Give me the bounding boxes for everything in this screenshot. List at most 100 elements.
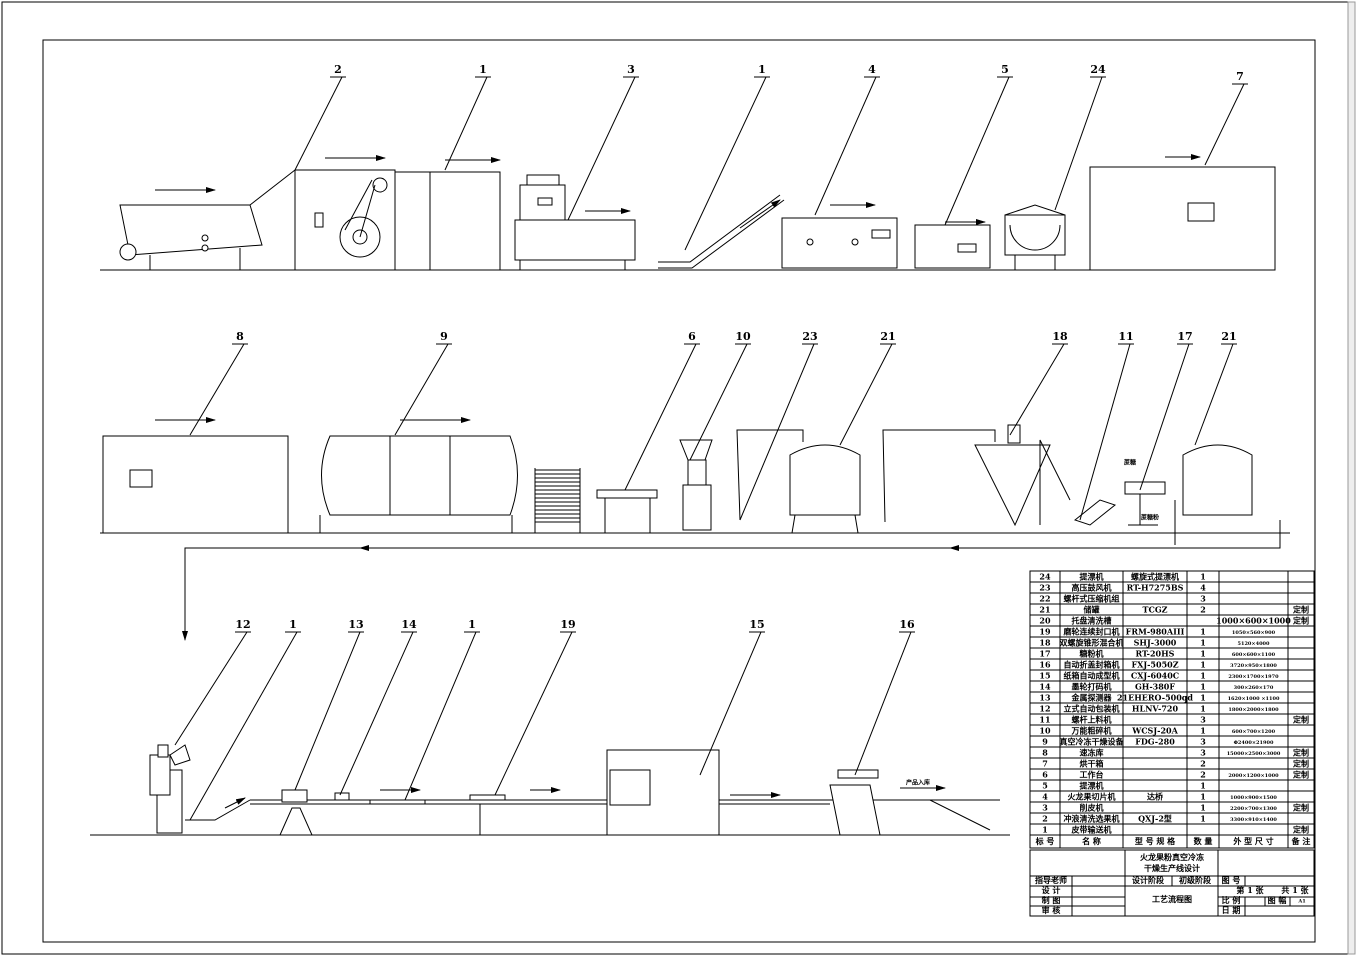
cell-model: SHJ-3000 <box>1134 638 1177 648</box>
cell-name: 螺杆上料机 <box>1072 715 1112 725</box>
cell-name: 自动折盖封箱机 <box>1064 660 1120 670</box>
cell-name: 皮带输送机 <box>1071 825 1112 835</box>
cell-model: 螺旋式提漂机 <box>1131 572 1179 582</box>
scrollbar[interactable] <box>1347 1 1356 955</box>
cell-name: 火龙果切片机 <box>1068 792 1116 802</box>
cell-qty: 1 <box>1200 693 1206 703</box>
cell-no: 18 <box>1039 638 1051 648</box>
callout-number: 15 <box>749 618 764 631</box>
cell-name: 墨轮打码机 <box>1072 682 1112 692</box>
callout-number: 13 <box>348 618 363 631</box>
cell-no: 1 <box>1042 825 1048 835</box>
cell-size: 3300×910×1400 <box>1230 817 1277 823</box>
callout-row1-0: 2 <box>294 63 346 171</box>
callout-number: 16 <box>899 618 915 631</box>
cell-qty: 1 <box>1200 660 1206 670</box>
lift-rinser <box>1004 204 1066 270</box>
sugar-grinder: 蔗糖 蔗糖粉 <box>1123 459 1166 526</box>
drawing-title: 工艺流程图 <box>1152 894 1192 904</box>
cell-name: 提漂机 <box>1080 572 1104 582</box>
callout-number: 1 <box>758 63 766 76</box>
cell-model: QXJ-2型 <box>1138 814 1172 824</box>
callout-row1-7: 7 <box>1204 70 1248 166</box>
callout-number: 1 <box>479 63 487 76</box>
cell-name: 高压鼓风机 <box>1072 583 1112 593</box>
packing-line: 产品入库 <box>224 749 1000 836</box>
callout-number: 12 <box>235 618 250 631</box>
callout-row3-3: 14 <box>339 618 417 796</box>
cell-model: TCGZ <box>1143 605 1168 615</box>
cell-name: 工作台 <box>1080 770 1104 780</box>
design-label: 设 计 <box>1042 885 1061 895</box>
callout-row3-4: 1 <box>404 618 480 801</box>
row3-equipment: 产品入库 <box>149 744 1000 836</box>
callout-number: 9 <box>440 330 448 343</box>
header-remark: 备 注 <box>1291 836 1311 846</box>
cell-size: 2000×1200×1000 <box>1228 773 1279 779</box>
callout-number: 14 <box>401 618 417 631</box>
callout-number: 8 <box>236 330 244 343</box>
cell-no: 3 <box>1042 803 1048 813</box>
rinsing-machine <box>914 224 991 269</box>
cell-qty: 1 <box>1200 638 1206 648</box>
storage-tank-2 <box>1174 444 1253 545</box>
cell-no: 24 <box>1039 572 1051 582</box>
cell-remark: 定制 <box>1292 759 1309 769</box>
cell-qty: 4 <box>1200 583 1206 593</box>
cell-no: 10 <box>1039 726 1051 736</box>
advisor-label: 指导老师 <box>1035 875 1067 885</box>
callout-row1-5: 5 <box>944 63 1013 226</box>
drawing-label: 制 图 <box>1042 895 1061 905</box>
cell-remark: 定制 <box>1292 715 1309 725</box>
cell-size: 600×600×1100 <box>1232 652 1276 658</box>
cell-qty: 1 <box>1200 671 1206 681</box>
cell-size: 1000×600×1000 <box>1216 616 1291 626</box>
cell-name: 削皮机 <box>1080 803 1104 813</box>
cell-qty: 3 <box>1200 737 1206 747</box>
cone-mixer <box>882 424 1071 527</box>
row1-equipment <box>119 154 1276 271</box>
header-no: 标 号 <box>1035 836 1055 846</box>
callout-number: 4 <box>868 63 876 76</box>
cell-size: 1620×1000 ×1100 <box>1228 696 1280 702</box>
cell-name: 冲浪清洗选果机 <box>1064 814 1120 824</box>
cell-remark: 定制 <box>1292 748 1309 758</box>
sheet-total: 共 1 张 <box>1281 885 1309 895</box>
cell-no: 8 <box>1042 748 1048 758</box>
cell-name: 托盘清洗槽 <box>1072 616 1112 626</box>
scale-label: 比 例 <box>1222 895 1241 905</box>
callout-number: 23 <box>802 330 817 343</box>
cell-no: 6 <box>1042 770 1048 780</box>
cell-size: 1050×560×900 <box>1232 630 1276 636</box>
callout-row3-2: 13 <box>294 618 364 791</box>
cell-size: 3720×950×1800 <box>1230 663 1277 669</box>
sugar-powder-note: 蔗糖粉 <box>1140 514 1159 522</box>
cell-no: 17 <box>1039 649 1050 659</box>
cell-name: 万能粗碎机 <box>1071 726 1112 736</box>
cell-name: 烘干箱 <box>1080 759 1104 769</box>
callout-row3-5: 19 <box>494 618 576 796</box>
callout-number: 1 <box>289 618 297 631</box>
belt-conveyor-1 <box>294 169 501 271</box>
callout-row2-0: 8 <box>189 330 248 436</box>
cell-size: 2200×700×1300 <box>1230 806 1277 812</box>
callout-number: 24 <box>1090 63 1106 76</box>
callout-row2-8: 17 <box>1139 330 1193 491</box>
project-title-line2: 干燥生产线设计 <box>1144 863 1200 873</box>
cell-name: 速冻库 <box>1080 748 1104 758</box>
callout-row3-7: 16 <box>854 618 915 776</box>
sugar-note: 蔗糖 <box>1123 459 1136 467</box>
cell-qty: 3 <box>1200 715 1206 725</box>
cell-model: FDG-280 <box>1135 737 1175 747</box>
cell-remark: 定制 <box>1292 616 1309 626</box>
